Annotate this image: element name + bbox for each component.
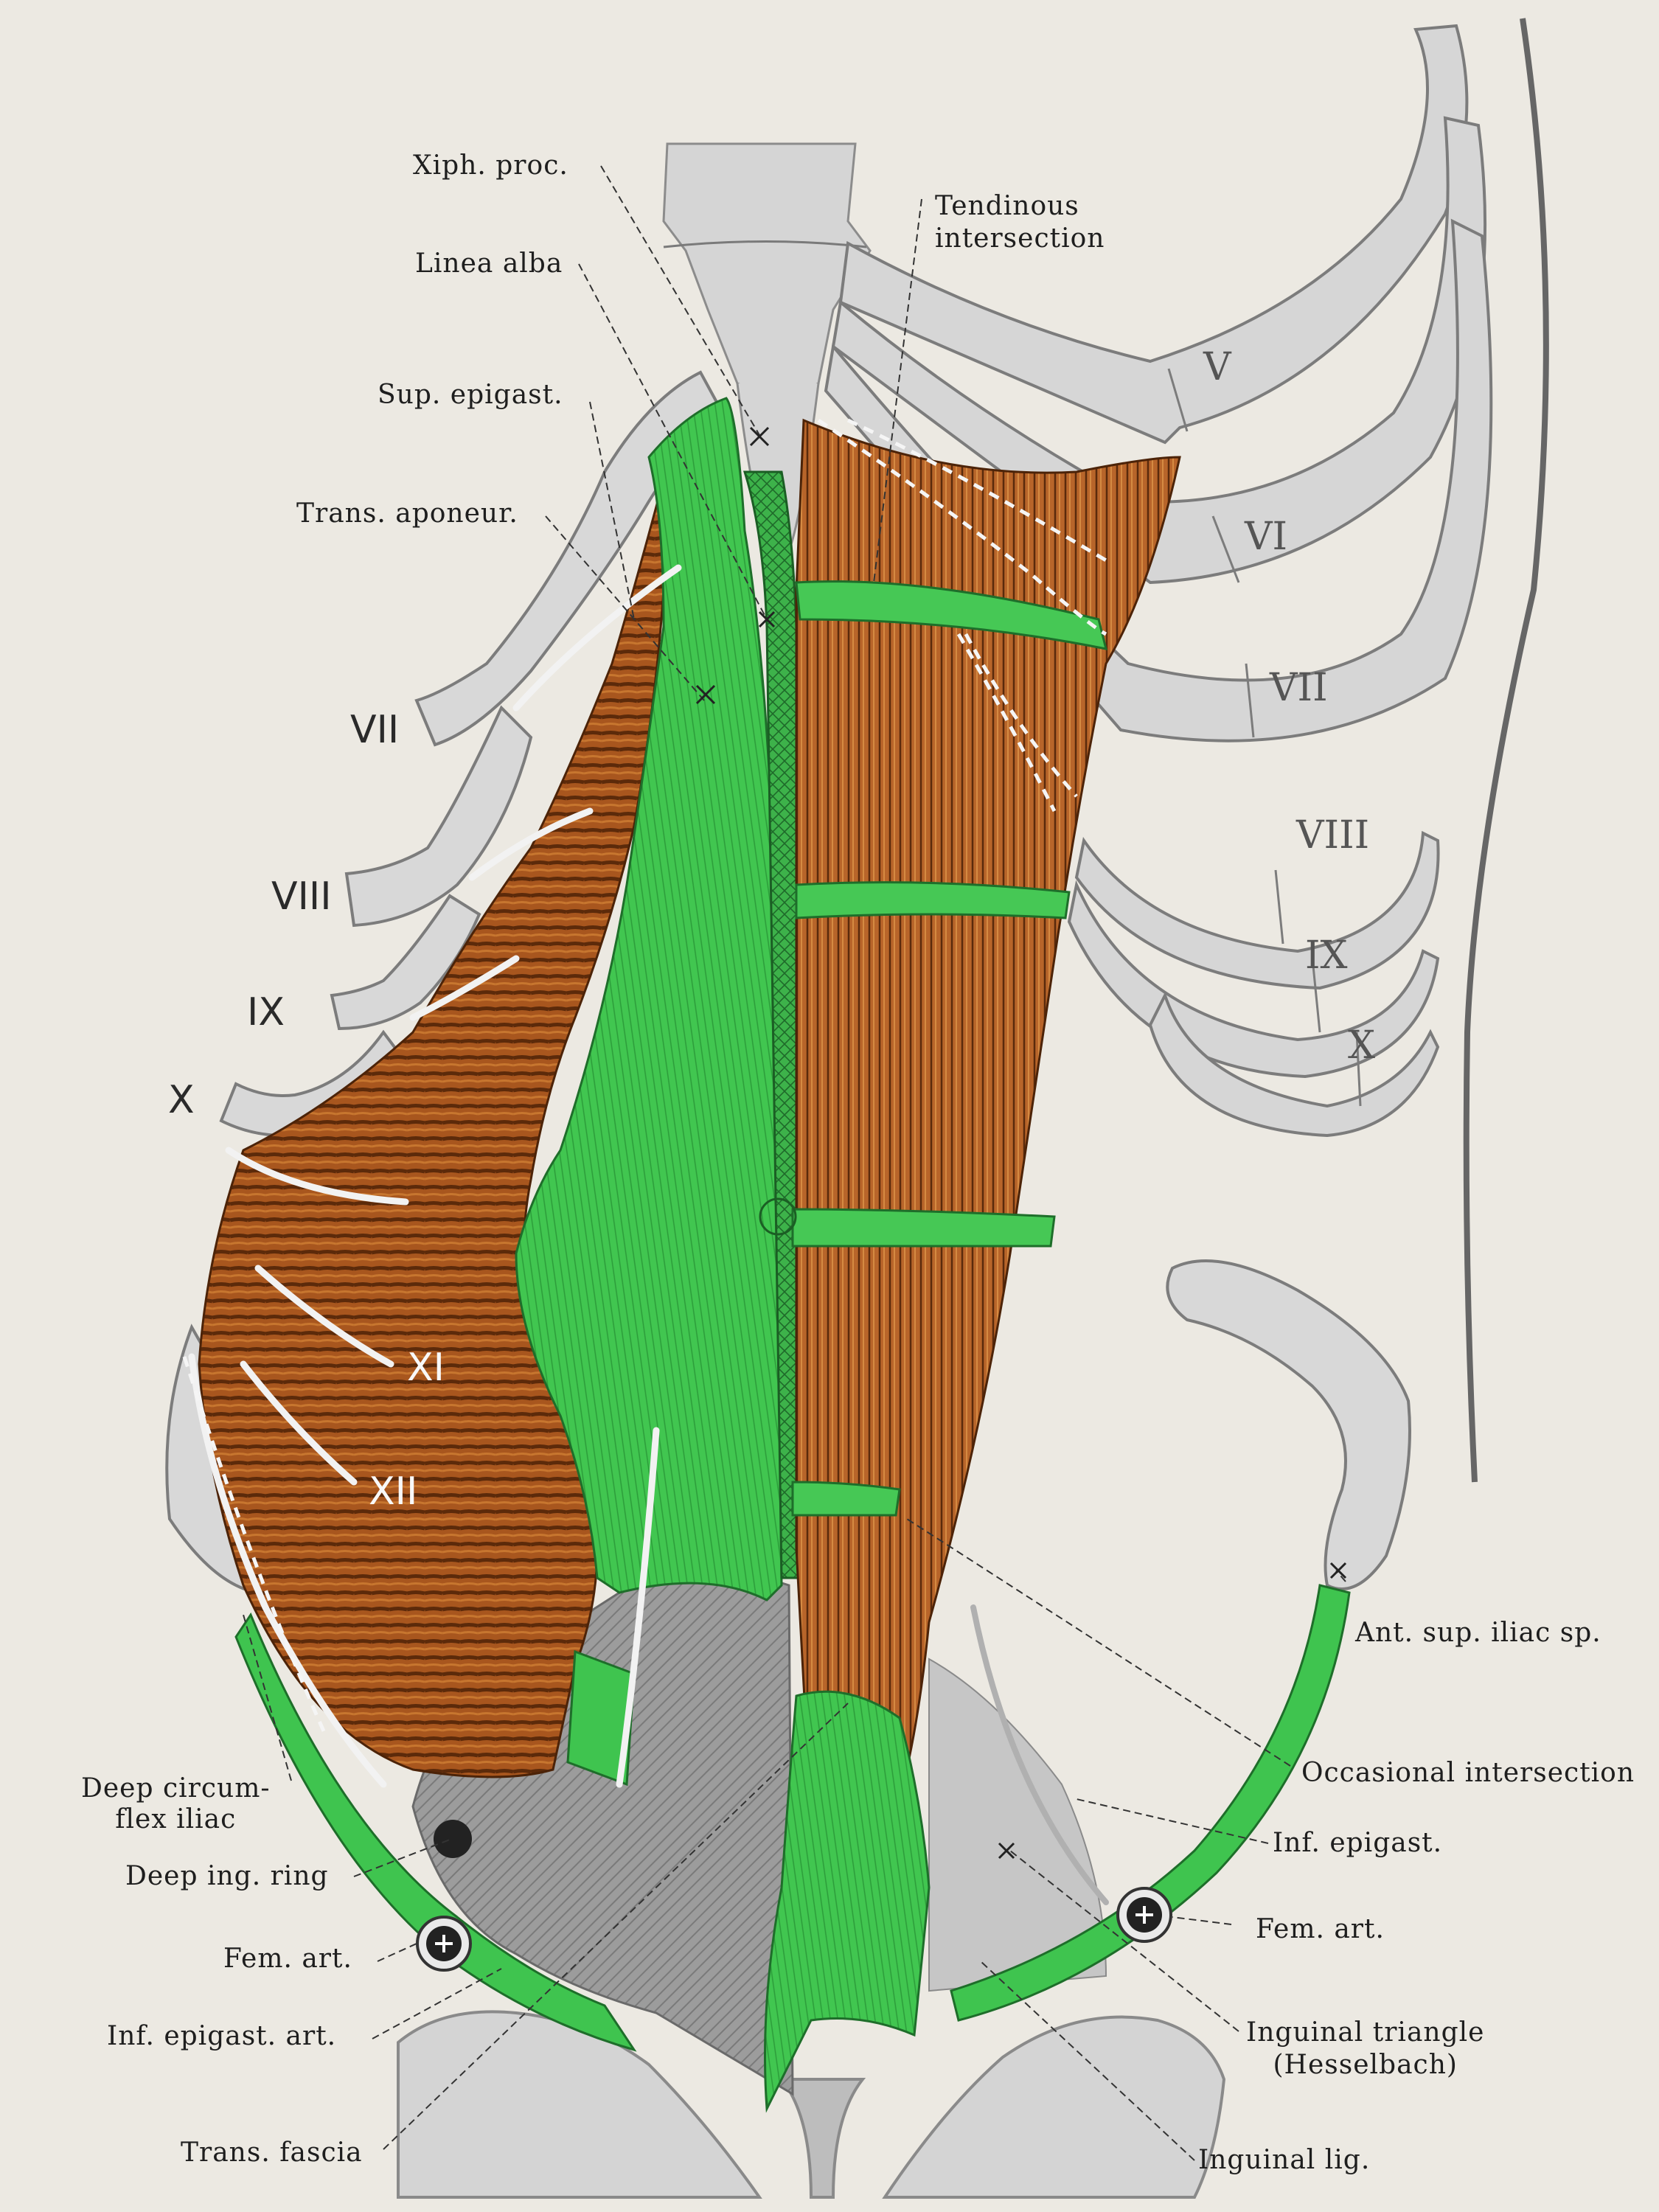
pelvic-bones xyxy=(397,2010,1226,2199)
cross-marks xyxy=(695,426,1347,1860)
label-linea-alba: Linea alba xyxy=(415,248,563,279)
rib-label-right-vi: VI xyxy=(1245,515,1288,559)
rib-label-right-vii: VII xyxy=(1270,666,1328,710)
label-inguinal-triangle: Inguinal triangle (Hesselbach) xyxy=(1246,2017,1485,2080)
label-inf-epigast: Inf. epigast. xyxy=(1273,1828,1443,1858)
label-tendinous-intersection: Tendinous intersection xyxy=(935,191,1105,254)
label-deep-circumflex-iliac: Deep circum- flex iliac xyxy=(81,1773,271,1834)
label-ant-sup-iliac-sp: Ant. sup. iliac sp. xyxy=(1355,1618,1601,1648)
femoral-artery-left xyxy=(416,1916,472,1972)
rib-label-right-x: X xyxy=(1348,1023,1376,1068)
inguinal-ligament-left xyxy=(234,1612,637,2052)
deep-inguinal-ring xyxy=(434,1820,472,1858)
rib-label-right-ix: IX xyxy=(1305,933,1348,978)
label-xiph-proc: Xiph. proc. xyxy=(413,150,568,181)
rib-label-left-vii: VII xyxy=(350,708,400,752)
label-inf-epigast-art: Inf. epigast. art. xyxy=(107,2021,337,2051)
tendinous-intersections xyxy=(791,580,1108,1517)
aponeurosis-strap xyxy=(566,1649,636,1787)
right-rib-bone-junctions xyxy=(1167,368,1362,1107)
label-fem-art-right: Fem. art. xyxy=(1256,1914,1385,1944)
femoral-artery-right xyxy=(1116,1887,1172,1943)
label-deep-ing-ring: Deep ing. ring xyxy=(125,1861,329,1891)
label-trans-fascia: Trans. fascia xyxy=(181,2138,363,2168)
rib-label-right-viii: VIII xyxy=(1296,813,1370,858)
rib-label-left-ix: IX xyxy=(247,990,285,1034)
label-fem-art-left: Fem. art. xyxy=(223,1944,352,1974)
rib-label-left-xii: XII xyxy=(369,1470,418,1514)
nerves-and-vessels xyxy=(188,564,1109,1905)
body-outline-right xyxy=(1463,18,1549,1483)
transversus-aponeurosis xyxy=(515,397,783,1601)
linea-alba-umbilicus xyxy=(759,1197,797,1236)
rectus-abdominis-muscle xyxy=(795,418,1181,1845)
right-iliac-crest xyxy=(1166,1259,1411,1590)
dashed-vessels xyxy=(182,418,1107,1734)
rib-label-left-x: X xyxy=(168,1078,195,1122)
label-inguinal-lig: Inguinal lig. xyxy=(1198,2145,1371,2175)
label-trans-aponeur: Trans. aponeur. xyxy=(296,498,518,529)
rib-label-left-xi: XI xyxy=(407,1346,445,1390)
transversus-abdominis-muscle xyxy=(198,479,665,1778)
inguinal-ligament-right xyxy=(950,1584,1351,2022)
label-occasional-intersection: Occasional intersection xyxy=(1301,1758,1635,1788)
rib-label-left-viii: VIII xyxy=(271,874,332,919)
rib-label-right-v: V xyxy=(1203,345,1231,389)
leader-lines xyxy=(243,165,1346,2161)
label-sup-epigast: Sup. epigast. xyxy=(378,380,563,410)
right-rib-cage xyxy=(824,24,1493,1138)
rectus-lower-sheath xyxy=(764,1690,931,2113)
